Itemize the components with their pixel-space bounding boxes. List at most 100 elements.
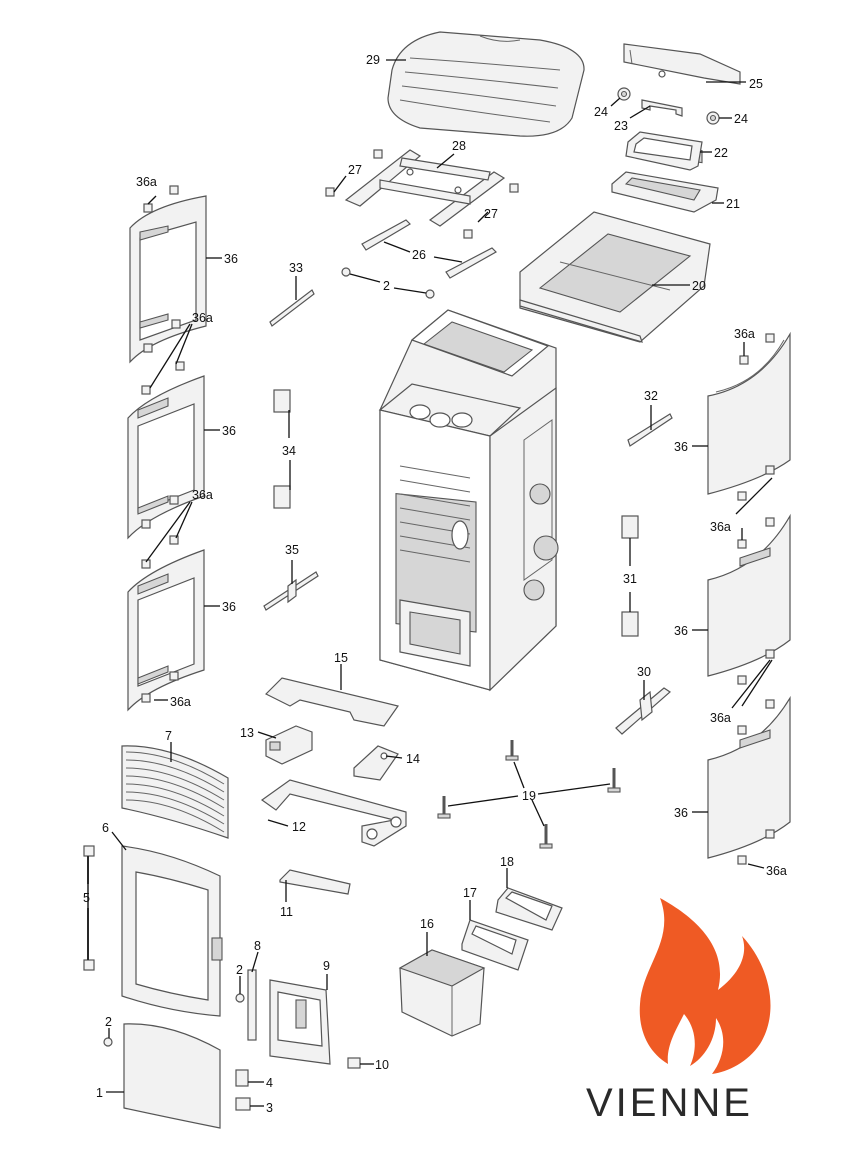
part-9-frame (269, 979, 331, 1065)
part-34-clips (273, 389, 291, 509)
part-16-ash-pan (398, 949, 486, 1037)
part-23-bracket (641, 99, 683, 117)
label-3: 3 (266, 1101, 273, 1115)
part-20-upper-frame (519, 211, 711, 343)
part-13-bracket (265, 725, 313, 765)
label-36a-left-3: 36a (192, 488, 213, 502)
label-24b: 24 (734, 112, 748, 126)
label-22: 22 (714, 146, 728, 160)
part-35-bracket (263, 571, 319, 611)
part-1-ash-door (123, 1023, 221, 1129)
label-25: 25 (749, 77, 763, 91)
label-36a-right-3: 36a (710, 711, 731, 725)
label-16: 16 (420, 917, 434, 931)
label-36-right-3: 36 (674, 806, 688, 820)
label-33: 33 (289, 261, 303, 275)
label-36-right-1: 36 (674, 440, 688, 454)
label-27a: 27 (348, 163, 362, 177)
part-36a-right-knobs (737, 333, 775, 865)
label-26: 26 (412, 248, 426, 262)
part-32-rail (627, 413, 673, 447)
part-2-screw-left (103, 1037, 113, 1047)
part-17-gasket (461, 919, 529, 971)
label-34: 34 (282, 444, 296, 458)
part-28-support-frame (344, 149, 506, 227)
part-2-screws-top (341, 267, 435, 299)
part-8-rail (247, 969, 257, 1041)
label-27b: 27 (484, 207, 498, 221)
label-36-right-2: 36 (674, 624, 688, 638)
label-36a-left-2: 36a (192, 311, 213, 325)
label-30: 30 (637, 665, 651, 679)
label-14: 14 (406, 752, 420, 766)
part-12-frame (260, 779, 407, 847)
part-36-right-panel-1 (707, 331, 791, 495)
label-5: 5 (83, 891, 90, 905)
label-36a-left-4: 36a (170, 695, 191, 709)
part-labels: 29 25 24 23 24 22 28 27 27 21 26 20 2 33… (83, 53, 787, 1115)
label-2-top: 2 (383, 279, 390, 293)
label-36a-left-1: 36a (136, 175, 157, 189)
label-23: 23 (614, 119, 628, 133)
part-33-rail (269, 289, 315, 327)
label-1: 1 (96, 1086, 103, 1100)
label-12: 12 (292, 820, 306, 834)
part-24-knob-right (706, 111, 720, 125)
label-36-left-3: 36 (222, 600, 236, 614)
label-19: 19 (522, 789, 536, 803)
part-36-left-panel-3 (127, 549, 205, 712)
part-3-bracket (235, 1097, 251, 1111)
label-11: 11 (280, 905, 293, 919)
label-36a-right-2: 36a (710, 520, 731, 534)
label-31: 31 (623, 572, 637, 586)
label-13: 13 (240, 726, 254, 740)
stove-main-body (378, 309, 559, 692)
part-36-right-panel-3 (707, 695, 791, 859)
label-36a-right-4: 36a (766, 864, 787, 878)
part-5-hinge (83, 845, 95, 971)
label-10: 10 (375, 1058, 389, 1072)
label-36a-right-1: 36a (734, 327, 755, 341)
brand-logo: VIENNE (586, 898, 771, 1125)
part-10-knob (347, 1057, 361, 1069)
label-4: 4 (266, 1076, 273, 1090)
label-24a: 24 (594, 105, 608, 119)
part-36-left-panel-2 (127, 375, 205, 540)
part-14-bracket (353, 745, 399, 781)
part-29-top-cover (387, 31, 585, 137)
label-18: 18 (500, 855, 514, 869)
label-17: 17 (463, 886, 477, 900)
part-36-left-panel-1 (129, 195, 207, 364)
part-30-bracket (615, 687, 671, 735)
part-27-screw-b (463, 183, 519, 239)
part-6-door (121, 845, 223, 1017)
part-19-feet (437, 740, 621, 849)
label-21: 21 (726, 197, 740, 211)
part-22-gasket-frame (625, 131, 703, 171)
label-36-left-2: 36 (222, 424, 236, 438)
label-2-mid: 2 (236, 963, 243, 977)
brand-name: VIENNE (586, 1081, 753, 1125)
part-2-screw-mid (235, 993, 245, 1003)
part-4-bracket (235, 1069, 249, 1087)
label-7: 7 (165, 729, 172, 743)
flame-icon (639, 898, 771, 1074)
label-2-left: 2 (105, 1015, 112, 1029)
part-27-screw-a (325, 149, 383, 197)
part-7-grille (121, 745, 229, 839)
label-20: 20 (692, 279, 706, 293)
label-32: 32 (644, 389, 658, 403)
part-36-right-panel-2 (707, 513, 791, 677)
label-15: 15 (334, 651, 348, 665)
part-11-bar (279, 869, 351, 895)
label-35: 35 (285, 543, 299, 557)
label-28: 28 (452, 139, 466, 153)
part-26-rails (361, 219, 497, 279)
label-36-left-1: 36 (224, 252, 238, 266)
part-21-plate (611, 171, 719, 213)
part-18-plate (495, 887, 563, 931)
label-8: 8 (254, 939, 261, 953)
part-36a-left-knobs (141, 185, 185, 703)
label-29: 29 (366, 53, 380, 67)
